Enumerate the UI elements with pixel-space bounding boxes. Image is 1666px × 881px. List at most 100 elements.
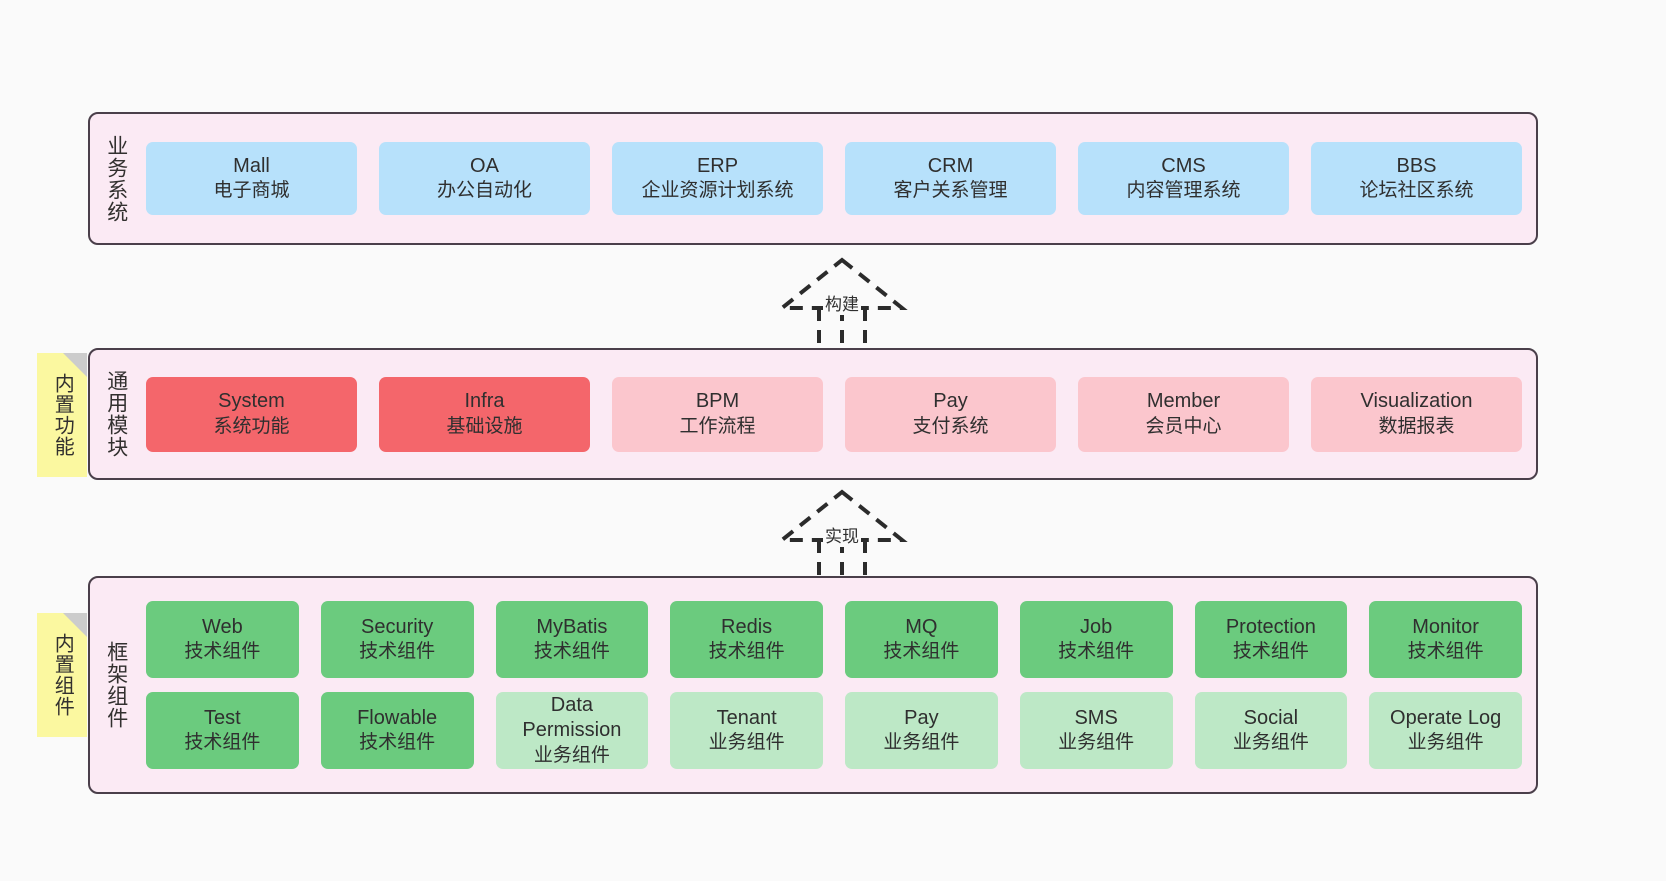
card-flowable[interactable]: Flowable 技术组件 — [320, 692, 474, 769]
card-title: Web — [201, 615, 243, 638]
card-title: MQ — [905, 615, 938, 638]
card-subtitle: 技术组件 — [184, 641, 261, 663]
card-subtitle: 技术组件 — [1407, 641, 1484, 663]
connector-realize: 实现 — [762, 488, 922, 584]
card-system[interactable]: System 系统功能 — [146, 376, 357, 452]
card-title: BBS — [1396, 154, 1437, 177]
card-subtitle: 论坛社区系统 — [1359, 180, 1474, 202]
layer-framework-component: 框架组件 Web 技术组件 Security 技术组件 MyBatis 技术组件… — [88, 576, 1538, 794]
card-subtitle: 业务组件 — [533, 744, 610, 766]
card-subtitle: 技术组件 — [359, 641, 436, 663]
layer-common-module: 通用模块 System 系统功能 Infra 基础设施 BPM 工作流程 Pay… — [88, 348, 1538, 480]
card-pay-component[interactable]: Pay 业务组件 — [845, 692, 998, 769]
card-title: Tenant — [716, 706, 777, 729]
card-title: Data Permission — [522, 693, 622, 742]
arrow-shaft — [817, 308, 867, 352]
card-data-permission[interactable]: Data Permission 业务组件 — [495, 692, 649, 769]
card-monitor[interactable]: Monitor 技术组件 — [1369, 601, 1522, 678]
card-mybatis[interactable]: MyBatis 技术组件 — [495, 601, 649, 678]
layer-body-business-system: Mall 电子商城 OA 办公自动化 ERP 企业资源计划系统 CRM 客户关系… — [142, 114, 1536, 243]
card-mall[interactable]: Mall 电子商城 — [146, 142, 357, 215]
card-subtitle: 技术组件 — [359, 732, 436, 754]
card-title: CRM — [927, 154, 974, 177]
layer-body-framework-component: Web 技术组件 Security 技术组件 MyBatis 技术组件 Redi… — [142, 578, 1536, 792]
card-infra[interactable]: Infra 基础设施 — [379, 376, 590, 452]
card-subtitle: 会员中心 — [1145, 415, 1222, 437]
card-tenant[interactable]: Tenant 业务组件 — [670, 692, 823, 769]
card-subtitle: 技术组件 — [533, 641, 610, 663]
card-title: Infra — [464, 390, 505, 413]
connector-label-build: 构建 — [823, 290, 861, 315]
card-subtitle: 支付系统 — [912, 415, 989, 437]
card-title: Member — [1146, 390, 1221, 413]
card-subtitle: 系统功能 — [213, 415, 290, 437]
card-row: Web 技术组件 Security 技术组件 MyBatis 技术组件 Redi… — [146, 601, 1522, 678]
card-title: Job — [1080, 615, 1113, 638]
card-sms[interactable]: SMS 业务组件 — [1019, 692, 1173, 769]
card-bbs[interactable]: BBS 论坛社区系统 — [1311, 142, 1522, 215]
card-subtitle: 办公自动化 — [436, 180, 532, 202]
card-subtitle: 技术组件 — [708, 641, 785, 663]
card-web[interactable]: Web 技术组件 — [146, 601, 299, 678]
card-title: BPM — [695, 390, 740, 413]
layer-body-common-module: System 系统功能 Infra 基础设施 BPM 工作流程 Pay 支付系统… — [142, 350, 1536, 478]
card-subtitle: 基础设施 — [446, 415, 523, 437]
card-redis[interactable]: Redis 技术组件 — [670, 601, 823, 678]
card-security[interactable]: Security 技术组件 — [320, 601, 474, 678]
card-title: Test — [204, 706, 241, 729]
note-builtin-function: 内置功能 — [37, 353, 87, 477]
card-subtitle: 电子商城 — [213, 180, 290, 202]
card-social[interactable]: Social 业务组件 — [1194, 692, 1348, 769]
card-title: Pay — [904, 706, 939, 729]
card-protection[interactable]: Protection 技术组件 — [1194, 601, 1348, 678]
card-title: Pay — [933, 390, 968, 413]
card-subtitle: 技术组件 — [1058, 641, 1135, 663]
card-crm[interactable]: CRM 客户关系管理 — [845, 142, 1056, 215]
card-title: Redis — [721, 615, 773, 638]
card-cms[interactable]: CMS 内容管理系统 — [1078, 142, 1289, 215]
card-subtitle: 业务组件 — [883, 732, 960, 754]
note-builtin-component: 内置组件 — [37, 613, 87, 737]
card-title: CMS — [1161, 154, 1206, 177]
card-pay-module[interactable]: Pay 支付系统 — [845, 376, 1056, 452]
layer-business-system: 业务系统 Mall 电子商城 OA 办公自动化 ERP 企业资源计划系统 CRM… — [88, 112, 1538, 245]
card-erp[interactable]: ERP 企业资源计划系统 — [612, 142, 823, 215]
card-title: Social — [1243, 706, 1299, 729]
card-row: System 系统功能 Infra 基础设施 BPM 工作流程 Pay 支付系统… — [146, 376, 1522, 452]
card-subtitle: 技术组件 — [184, 732, 261, 754]
card-bpm[interactable]: BPM 工作流程 — [612, 376, 823, 452]
card-title: Mall — [233, 154, 270, 177]
card-title: System — [218, 390, 285, 413]
card-title: Operate Log — [1390, 706, 1502, 729]
card-subtitle: 工作流程 — [679, 415, 756, 437]
card-title: Security — [361, 615, 434, 638]
card-title: SMS — [1074, 706, 1118, 729]
card-subtitle: 业务组件 — [1232, 732, 1309, 754]
card-title: MyBatis — [536, 615, 608, 638]
card-visualization[interactable]: Visualization 数据报表 — [1311, 376, 1522, 452]
arrow-shaft — [817, 540, 867, 584]
card-row: Mall 电子商城 OA 办公自动化 ERP 企业资源计划系统 CRM 客户关系… — [146, 142, 1522, 215]
card-subtitle: 数据报表 — [1378, 415, 1455, 437]
card-member[interactable]: Member 会员中心 — [1078, 376, 1289, 452]
card-subtitle: 企业资源计划系统 — [641, 180, 794, 202]
card-test[interactable]: Test 技术组件 — [146, 692, 299, 769]
card-subtitle: 业务组件 — [1407, 732, 1484, 754]
card-title: Protection — [1225, 615, 1316, 638]
layer-title-business-system: 业务系统 — [104, 134, 128, 223]
card-mq[interactable]: MQ 技术组件 — [845, 601, 998, 678]
card-oa[interactable]: OA 办公自动化 — [379, 142, 590, 215]
card-row: Test 技术组件 Flowable 技术组件 Data Permission … — [146, 692, 1522, 769]
card-subtitle: 技术组件 — [883, 641, 960, 663]
card-job[interactable]: Job 技术组件 — [1019, 601, 1173, 678]
connector-label-realize: 实现 — [823, 522, 861, 547]
card-subtitle: 内容管理系统 — [1126, 180, 1241, 202]
card-subtitle: 业务组件 — [1058, 732, 1135, 754]
card-subtitle: 客户关系管理 — [893, 180, 1008, 202]
note-label: 内置组件 — [51, 633, 74, 717]
card-subtitle: 技术组件 — [1232, 641, 1309, 663]
card-operate-log[interactable]: Operate Log 业务组件 — [1369, 692, 1522, 769]
card-title: ERP — [696, 154, 739, 177]
note-label: 内置功能 — [51, 373, 74, 457]
